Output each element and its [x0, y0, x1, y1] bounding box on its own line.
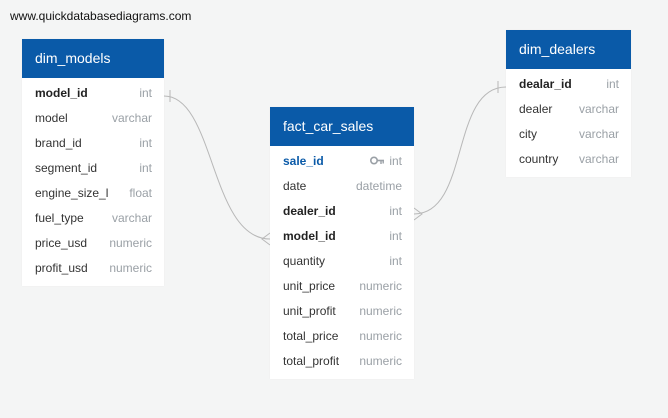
column-name: dealar_id: [519, 77, 572, 91]
column-row[interactable]: unit_price numeric: [270, 274, 414, 299]
column-row[interactable]: dealer_id int: [270, 199, 414, 224]
column-row[interactable]: fuel_type varchar: [22, 206, 164, 231]
key-icon: [370, 149, 385, 174]
column-type: int: [139, 161, 152, 175]
column-row[interactable]: unit_profit numeric: [270, 299, 414, 324]
column-name: quantity: [283, 254, 326, 268]
column-type: float: [129, 186, 152, 200]
column-type: numeric: [109, 261, 152, 275]
column-row[interactable]: brand_id int: [22, 131, 164, 156]
column-type: numeric: [359, 279, 402, 293]
column-row[interactable]: model varchar: [22, 106, 164, 131]
column-type: int: [139, 136, 152, 150]
column-row[interactable]: quantity int: [270, 249, 414, 274]
many-marker-sales-dealer: [413, 207, 423, 221]
column-type: numeric: [109, 236, 152, 250]
column-type: int: [389, 229, 402, 243]
column-name: model: [35, 111, 68, 125]
column-row[interactable]: sale_id int: [270, 149, 414, 174]
relation-models-to-sales: [163, 95, 271, 240]
column-type: varchar: [578, 102, 619, 116]
column-name: segment_id: [35, 161, 98, 175]
column-name: total_profit: [283, 354, 340, 368]
column-row[interactable]: country varchar: [506, 147, 631, 172]
column-name: model_id: [283, 229, 336, 243]
column-name: unit_price: [283, 279, 336, 293]
relation-dealers-to-sales: [413, 86, 507, 215]
column-name: profit_usd: [35, 261, 88, 275]
column-name: engine_size_l: [35, 186, 109, 200]
column-type: int: [389, 154, 402, 168]
column-name: country: [519, 152, 559, 166]
column-row[interactable]: dealar_id int: [506, 72, 631, 97]
column-name: fuel_type: [35, 211, 84, 225]
column-name: dealer: [519, 102, 553, 116]
column-type: varchar: [111, 111, 152, 125]
column-type: int: [139, 86, 152, 100]
column-row[interactable]: date datetime: [270, 174, 414, 199]
column-row[interactable]: total_price numeric: [270, 324, 414, 349]
watermark: www.quickdatabasediagrams.com: [10, 9, 192, 23]
column-name: price_usd: [35, 236, 88, 250]
table-title[interactable]: fact_car_sales: [270, 107, 414, 146]
column-type: int: [389, 204, 402, 218]
column-name: brand_id: [35, 136, 82, 150]
column-name: dealer_id: [283, 204, 336, 218]
column-row[interactable]: segment_id int: [22, 156, 164, 181]
column-type: varchar: [578, 127, 619, 141]
column-row[interactable]: model_id int: [270, 224, 414, 249]
column-type: numeric: [359, 329, 402, 343]
column-row[interactable]: profit_usd numeric: [22, 256, 164, 281]
column-name: city: [519, 127, 537, 141]
many-marker-sales-model: [261, 232, 271, 246]
column-name: total_price: [283, 329, 339, 343]
column-type: numeric: [359, 354, 402, 368]
column-type: varchar: [578, 152, 619, 166]
column-name: sale_id: [283, 154, 324, 168]
column-type: int: [389, 254, 402, 268]
column-name: date: [283, 179, 307, 193]
table-title[interactable]: dim_dealers: [506, 30, 631, 69]
column-row[interactable]: total_profit numeric: [270, 349, 414, 374]
column-name: model_id: [35, 86, 88, 100]
column-type: datetime: [355, 179, 402, 193]
column-row[interactable]: dealer varchar: [506, 97, 631, 122]
column-row[interactable]: price_usd numeric: [22, 231, 164, 256]
column-row[interactable]: engine_size_l float: [22, 181, 164, 206]
column-type: varchar: [111, 211, 152, 225]
table-dim-dealers[interactable]: dim_dealers dealar_id int dealer varchar c…: [506, 30, 631, 177]
column-type: int: [606, 77, 619, 91]
column-row[interactable]: model_id int: [22, 81, 164, 106]
table-title[interactable]: dim_models: [22, 39, 164, 78]
column-type: numeric: [359, 304, 402, 318]
column-row[interactable]: city varchar: [506, 122, 631, 147]
column-name: unit_profit: [283, 304, 336, 318]
